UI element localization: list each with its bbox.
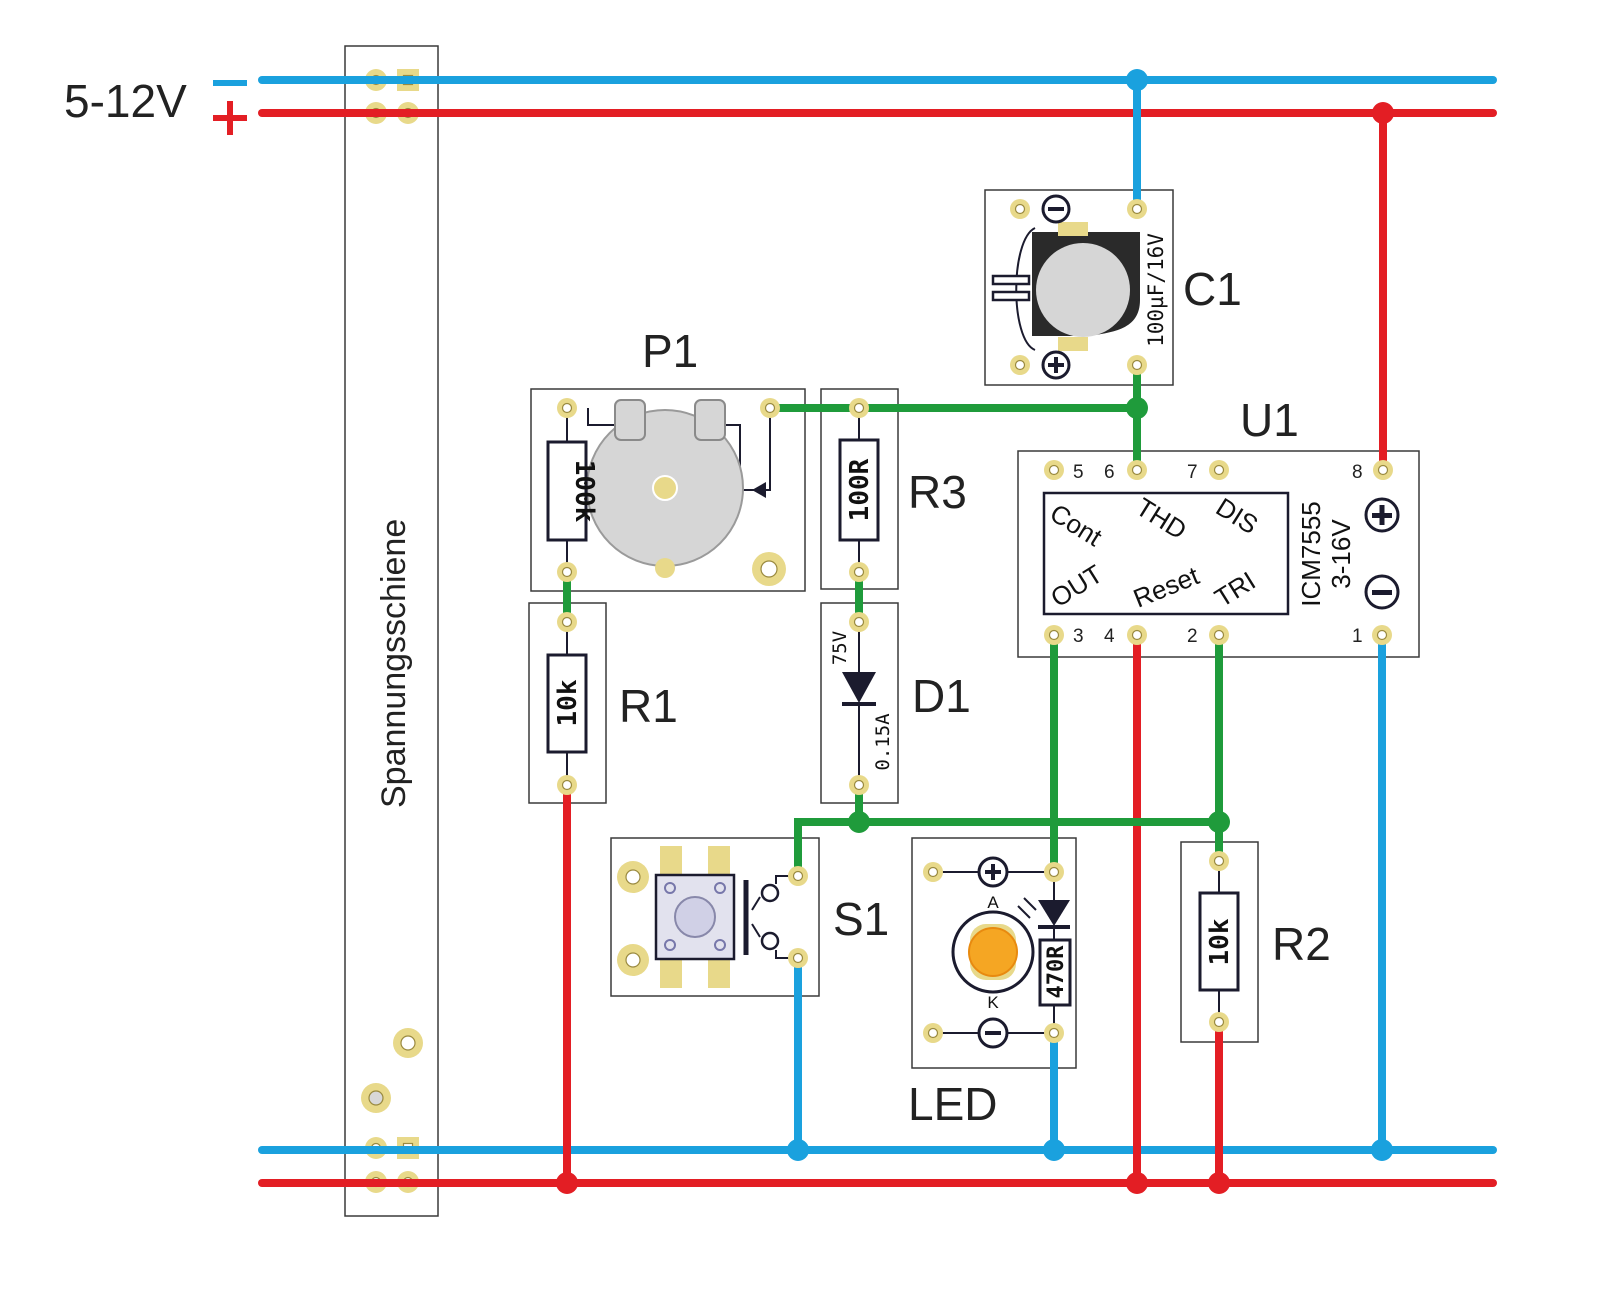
c1-label: C1 [1183,263,1242,315]
led-resistor-value: 470R [1044,945,1069,999]
d1-current: 0.15A [872,713,894,771]
supply-plus-sign [213,101,247,135]
r3-label: R3 [908,466,967,518]
u1-minus-bar [1372,590,1392,595]
u1-chip-range: 3-16V [1326,519,1356,589]
led-label: LED [908,1078,997,1130]
u1-pin-4: 4 [1104,626,1115,647]
c1-minus-bar [1048,207,1064,211]
p1-label: P1 [642,325,698,377]
u1-pin-7: 7 [1187,462,1198,483]
c1-capacitor-drawing [991,222,1140,351]
p1-resistor-body [546,440,588,542]
p1-potentiometer-symbol [566,399,771,590]
led-cathode: K [987,993,999,1012]
r2-resistor-symbol [1198,861,1240,1022]
u1-label: U1 [1240,394,1299,446]
supply-voltage-label: 5-12V [64,75,187,127]
component-pads [557,199,1393,1043]
r3-resistor-symbol [838,408,880,572]
p1-value: 100k [569,460,599,523]
u1-pin-6: 6 [1104,462,1115,483]
d1-label: D1 [912,670,971,722]
supply-minus-sign [213,80,247,86]
d1-voltage: 75V [829,631,851,665]
wires [258,76,1497,1187]
r1-label: R1 [619,680,678,732]
u1-pin-1: 1 [1352,626,1363,647]
led-plus-cross [985,864,1001,880]
u1-pin-3: 3 [1073,626,1084,647]
rail-board-label: Spannungsschiene [375,519,413,808]
r2-value: 10k [1205,918,1235,965]
u1-chip-name: ICM7555 [1296,501,1326,607]
p1-mount-hole [760,560,778,578]
rail-board [344,45,439,1217]
r2-label: R2 [1272,918,1331,970]
led-minus-bar [985,1031,1001,1035]
c1-plus-cross [1048,357,1064,373]
junction-nodes [556,69,1394,1194]
s1-pushbutton-drawing [617,846,798,988]
u1-chip-body [1042,491,1290,616]
u1-pin-2: 2 [1187,626,1198,647]
r1-value: 10k [553,679,583,726]
u1-pin-8: 8 [1352,462,1363,483]
u1-pin-5: 5 [1073,462,1084,483]
r3-value: 100R [845,458,875,521]
led-anode: A [987,893,999,912]
u1-plus-cross [1372,505,1392,525]
s1-label: S1 [833,893,889,945]
c1-value: 100µF/16V [1144,233,1168,347]
led-drawing [940,871,1072,1034]
